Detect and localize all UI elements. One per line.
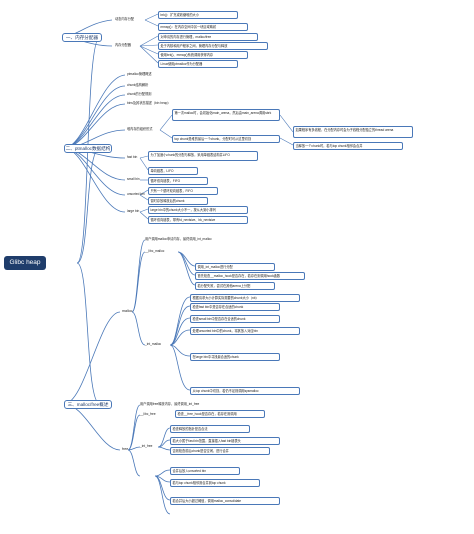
node-int-malloc[interactable]: _int_malloc: [145, 342, 162, 346]
node-top-merge[interactable]: 当释放一个chunk时，若与top chunk相邻会合并: [293, 142, 403, 150]
node-int-free-3[interactable]: 否则检查前后chunk是否空闲，进行合并: [170, 447, 270, 455]
node-int-free-6[interactable]: 若合并后大小超过阈值，调用malloc_consolidate: [170, 497, 280, 505]
node-fastbin-desc[interactable]: 为了加速小chunk的分配与释放，采用单链表结构并LIFO: [148, 151, 258, 161]
node-malloc-overview[interactable]: 用户调用malloc申请内存，最终调用_int_malloc: [145, 237, 212, 241]
node-malloc[interactable]: malloc: [122, 309, 133, 313]
section-ptmalloc-structures[interactable]: 二、ptmalloc数据结构: [64, 144, 112, 153]
node-libc-free[interactable]: __libc_free: [140, 412, 156, 416]
node-int-malloc-6[interactable]: 从top chunk中切割，若仍不足则调用sysmalloc: [190, 387, 300, 395]
node-int-malloc-1[interactable]: 根据请求大小计算实际需要的chunk大小（nb）: [190, 294, 300, 302]
node-chunk-structure[interactable]: chunk结构解析: [127, 83, 149, 87]
section-malloc-free[interactable]: 三、malloc/free概述: [64, 400, 112, 409]
node-largebin-desc1[interactable]: large bin中的chunk大小不一，按从大到小排列: [148, 206, 248, 214]
node-alloc-syscalls[interactable]: 使用brk()、mmap()系统调用获得内存: [158, 51, 248, 59]
node-free[interactable]: free: [122, 447, 129, 451]
node-libc-malloc-2[interactable]: 首先检查__malloc_hook是否存在，若存在则调用hook函数: [195, 272, 305, 280]
node-fastbin[interactable]: fast bin: [127, 155, 138, 159]
node-int-malloc-3[interactable]: 检查small bin中是否存在合适的chunk: [190, 315, 280, 323]
node-alloc-manage[interactable]: 对申请的内存进行管理，malloc/free: [158, 33, 258, 41]
node-bins[interactable]: bins及其状态描述（bin heap）: [127, 101, 171, 105]
node-libc-malloc-1[interactable]: 调用_int_malloc进行分配: [195, 263, 275, 271]
node-ptmalloc-overview[interactable]: ptmalloc管理概述: [127, 72, 152, 76]
node-int-free-4[interactable]: 合并后放入unsorted bin: [170, 467, 240, 475]
node-smallbin[interactable]: small bin: [127, 177, 140, 181]
node-libc-malloc-3[interactable]: 若分配失败，尝试在其他arena上分配: [195, 282, 275, 290]
node-alloc-between[interactable]: 处于内核和用户程序之间，管理内存分配与释放: [158, 42, 268, 50]
node-allocator[interactable]: 内存分配器: [115, 43, 131, 47]
node-mmap[interactable]: mmap()：在内存空间中另一块区域映射: [158, 23, 248, 31]
node-int-free-5[interactable]: 若与top chunk相邻则合并到top chunk: [170, 479, 260, 487]
section-memory-allocator[interactable]: 一、内存分配器: [62, 33, 102, 42]
node-arena-init[interactable]: 第一次malloc时，会初始化main_arena，然后由main_arena调…: [172, 109, 280, 121]
node-unsorted-desc2[interactable]: 暂时存放释放后的chunk: [148, 197, 208, 205]
node-libc-malloc[interactable]: __libc_malloc: [145, 249, 165, 253]
node-free-overview[interactable]: 用户调用free释放内存，最终调用_int_free: [140, 402, 200, 406]
node-arena[interactable]: 堆内存的组织形式: [127, 127, 153, 131]
node-alloc-linux[interactable]: Linux使用ptmalloc作为分配器: [158, 60, 238, 68]
node-int-free-2[interactable]: 若大小属于fast bin范围，直接插入fast bin链表头: [170, 437, 280, 445]
node-smallbin-desc[interactable]: 循环双向链表，FIFO: [148, 177, 208, 185]
node-largebin[interactable]: large bin: [127, 209, 140, 213]
node-chunk-rules[interactable]: chunk的分配规则: [127, 92, 152, 96]
node-int-malloc-5[interactable]: 在large bin中寻找最合适的chunk: [190, 353, 280, 361]
node-thread-arena[interactable]: 如果程序有多线程，在分配内存时会为子线程分配独立的thread arena: [293, 126, 413, 138]
node-int-free[interactable]: _int_free: [140, 444, 153, 448]
node-brk[interactable]: brk()：扩充或收缩堆的大小: [158, 11, 238, 19]
node-int-free-1[interactable]: 检查释放的指针是否合法: [170, 425, 250, 433]
node-largebin-desc2[interactable]: 循环双向链表，带有fd_nextsize、bk_nextsize: [148, 216, 248, 224]
node-int-malloc-2[interactable]: 检查fast bin中是否存在合适的chunk: [190, 303, 280, 311]
node-libc-free-1[interactable]: 检查__free_hook是否存在，若存在则调用: [175, 410, 265, 418]
node-top-chunk[interactable]: top chunk是堆的最后一个chunk，分配时可从这里切割: [172, 135, 280, 143]
root-node[interactable]: Glibc heap: [4, 256, 46, 270]
node-fastbin-lifo[interactable]: 单向链表，LIFO: [148, 167, 198, 175]
node-int-malloc-4[interactable]: 处理unsorted bin中的chunk，将其放入对应bin: [190, 327, 300, 335]
node-dynamic-alloc[interactable]: 动态内存分配: [115, 17, 135, 21]
node-unsorted[interactable]: unsorted bin: [127, 192, 145, 196]
node-unsorted-desc1[interactable]: 只有一个循环双向链表，FIFO: [148, 187, 218, 195]
